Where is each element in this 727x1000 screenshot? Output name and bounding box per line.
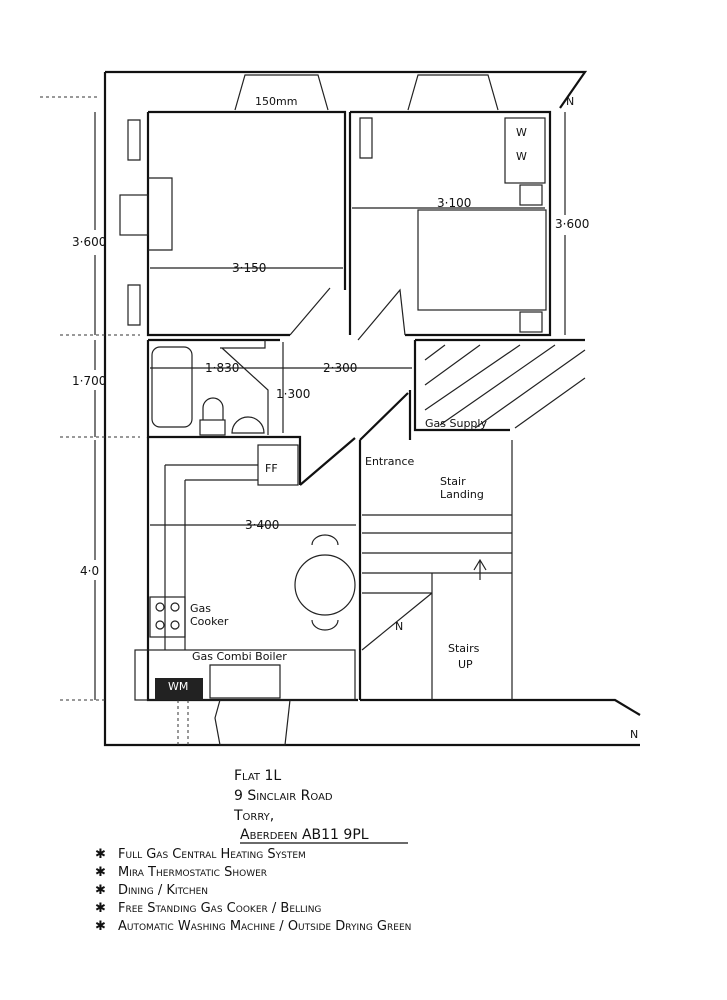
dining-table — [294, 554, 356, 616]
vent-right — [407, 74, 499, 111]
dim-bathroom-width: 1·830 — [205, 361, 239, 375]
stairs-label-2: UP — [458, 658, 473, 671]
bedroom — [348, 110, 552, 341]
stair-landing-label-1: Stair — [440, 475, 466, 488]
feature-item: Dining / Kitchen — [118, 883, 208, 898]
stair-void — [413, 338, 586, 432]
dim-living-width: 3·150 — [232, 261, 266, 275]
feature-item: Mira Thermostatic Shower — [118, 865, 267, 880]
address-line-3: Torry, — [233, 808, 274, 824]
gas-cooker — [149, 596, 186, 638]
feature-item: Free Standing Gas Cooker / Belling — [118, 901, 321, 916]
door-swing — [289, 287, 331, 336]
svg-text:✱: ✱ — [95, 865, 106, 880]
feature-item: Full Gas Central Heating System — [118, 847, 306, 862]
vent-label: 150mm — [255, 95, 297, 108]
features-list: ✱ Full Gas Central Heating System ✱ Mira T… — [95, 847, 411, 934]
svg-text:✱: ✱ — [95, 883, 106, 898]
bathroom — [146, 338, 412, 485]
address-line-1: Flat 1L — [234, 768, 281, 784]
bed — [417, 209, 547, 311]
address-line-4: Aberdeen AB11 9PL — [240, 827, 369, 843]
break-mark-bottom: N — [630, 728, 638, 741]
washing-machine — [155, 678, 203, 700]
living-room — [119, 110, 347, 337]
gas-cooker-label-2: Cooker — [190, 615, 229, 628]
sink — [209, 664, 281, 699]
dim-kitchen-height: 4·0 — [80, 564, 99, 578]
svg-text:✱: ✱ — [95, 901, 106, 916]
left-dimensions — [40, 96, 140, 701]
address-line-2: 9 Sinclair Road — [234, 788, 333, 804]
dim-living-height: 3·600 — [72, 235, 106, 249]
wardrobe-label-2: W — [516, 150, 527, 163]
entrance-label: Entrance — [365, 455, 415, 468]
basin — [231, 416, 265, 434]
hall — [299, 390, 412, 700]
fridge-freezer — [257, 444, 299, 486]
gas-supply-label: Gas Supply — [425, 417, 487, 430]
break-mark: N — [395, 620, 403, 633]
svg-text:✱: ✱ — [95, 847, 106, 862]
break-mark-top: N — [566, 95, 574, 108]
outer-walls — [103, 70, 641, 747]
dim-kitchen-width: 3·400 — [245, 518, 279, 532]
fireplace — [119, 194, 149, 236]
stairs-label-1: Stairs — [448, 642, 480, 655]
dim-bedroom-height: 3·600 — [555, 217, 589, 231]
vent-left — [234, 74, 329, 111]
feature-item: Automatic Washing Machine / Outside Dryi… — [118, 919, 411, 934]
washing-machine-label: WM — [168, 680, 188, 693]
gas-cooker-label-1: Gas — [190, 602, 211, 615]
boiler-label: Gas Combi Boiler — [192, 650, 287, 663]
dim-hall-depth: 1·300 — [276, 387, 310, 401]
dim-hall-width: 2·300 — [323, 361, 357, 375]
wardrobe-label-1: W — [516, 126, 527, 139]
toilet — [199, 419, 226, 436]
bath — [151, 346, 193, 428]
fridge-freezer-label: FF — [265, 462, 278, 475]
kitchen — [134, 437, 358, 748]
dim-bedroom-width: 3·100 — [437, 196, 471, 210]
dim-bathroom-height: 1·700 — [72, 374, 106, 388]
stairs — [361, 440, 513, 700]
stair-landing-label-2: Landing — [440, 488, 484, 501]
address-block: Flat 1L 9 Sinclair Road Torry, Aberdeen … — [233, 768, 408, 844]
svg-text:✱: ✱ — [95, 919, 106, 934]
wardrobe — [504, 117, 546, 184]
